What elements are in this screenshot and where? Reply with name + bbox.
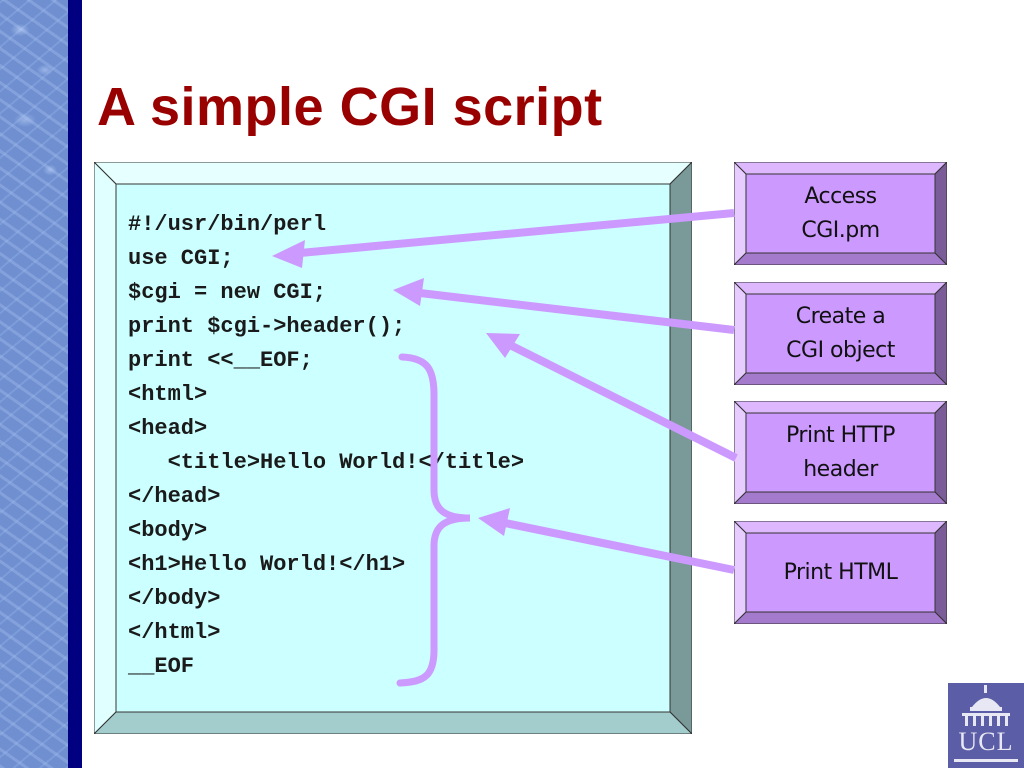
callout-bevel	[734, 401, 947, 504]
code-line: $cgi = new CGI;	[128, 280, 327, 305]
callout-label: Print HTML	[783, 559, 898, 585]
code-line: </head>	[128, 484, 221, 509]
code-line: print <<__EOF;	[128, 348, 313, 373]
code-line: <title>Hello World!</title>	[128, 450, 525, 475]
callout-print-header: Print HTTP header	[734, 401, 947, 504]
code-line: __EOF	[128, 654, 195, 679]
callout-create-object: Create a CGI object	[734, 282, 947, 385]
callout-label: Print HTTP header	[786, 422, 895, 482]
sidebar-bar	[68, 0, 82, 768]
code-line: use CGI;	[128, 246, 234, 271]
callout-label: Create a CGI object	[786, 303, 895, 363]
slide-title: A simple CGI script	[97, 77, 603, 137]
code-line: <h1>Hello World!</h1>	[128, 552, 406, 577]
code-line: <html>	[128, 382, 208, 407]
callout-bevel	[734, 162, 947, 265]
code-line: <body>	[128, 518, 208, 543]
code-line: #!/usr/bin/perl	[128, 212, 327, 237]
callout-access-cgi: Access CGI.pm	[734, 162, 947, 265]
callout-bevel	[734, 282, 947, 385]
callout-print-html: Print HTML	[734, 521, 947, 624]
code-line: print $cgi->header();	[128, 314, 406, 339]
perl-code: #!/usr/bin/perl use CGI; $cgi = new CGI; pr…	[128, 208, 524, 684]
callout-label: Access CGI.pm	[801, 183, 880, 243]
ucl-logo-text: UCL	[958, 727, 1014, 756]
dome-building-icon	[962, 685, 1010, 726]
water-texture-strip	[0, 0, 68, 768]
code-line: <head>	[128, 416, 208, 441]
code-line: </html>	[128, 620, 221, 645]
ucl-logo: UCL	[948, 683, 1024, 768]
code-line: </body>	[128, 586, 221, 611]
logo-underline	[954, 759, 1018, 762]
callout-bevel	[734, 521, 947, 624]
